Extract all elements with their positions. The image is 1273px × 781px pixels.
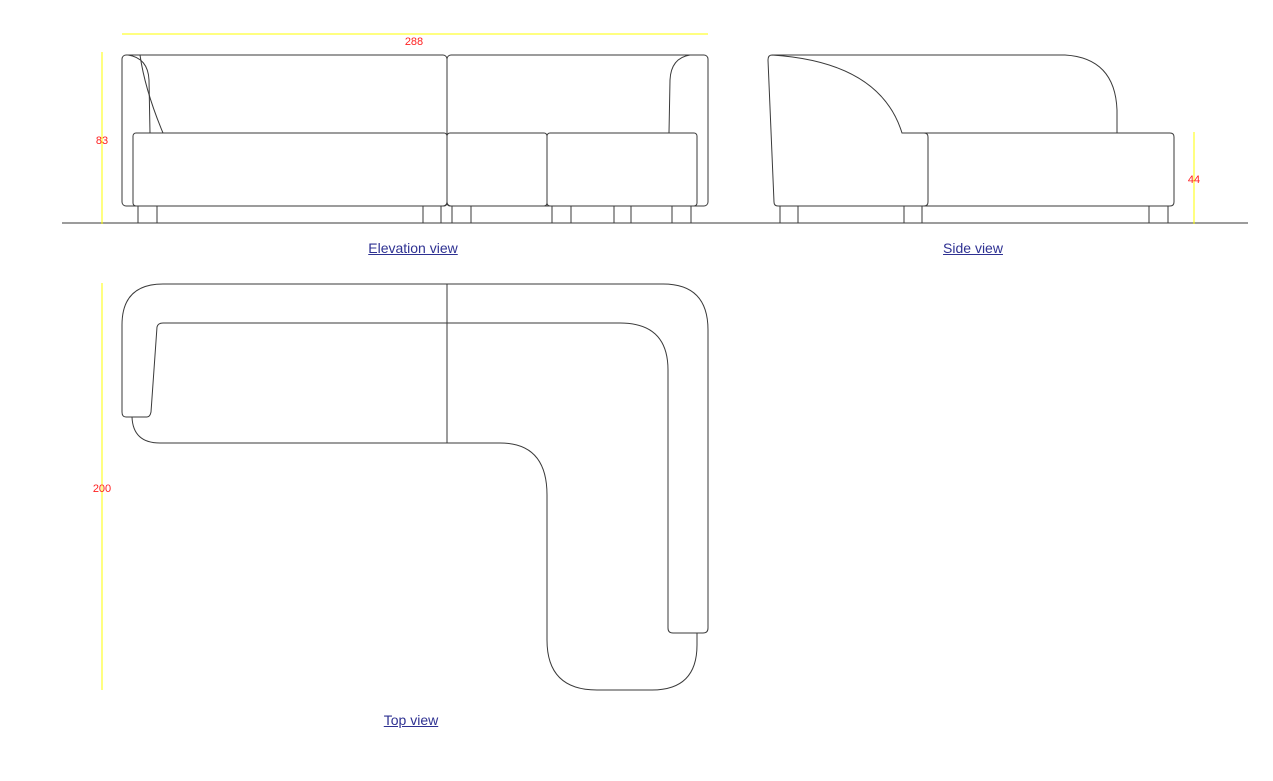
legs	[137, 205, 692, 224]
left-module	[121, 54, 448, 207]
back-top	[772, 54, 1118, 133]
side-outline	[767, 54, 1175, 207]
height-dimension-label: 83	[96, 135, 108, 147]
left-arm-curve	[127, 54, 151, 134]
seat-cushion-left	[132, 132, 448, 207]
seat-height-dimension-label: 44	[1188, 174, 1200, 186]
side-legs	[779, 205, 1169, 224]
seat-cushion-middle	[446, 132, 548, 207]
depth-dimension-label: 200	[93, 483, 111, 495]
elevation-view-link[interactable]: Elevation view	[368, 240, 458, 256]
armrest-edge	[902, 132, 929, 207]
side-view-link[interactable]: Side view	[943, 240, 1003, 256]
top-view-link[interactable]: Top view	[383, 712, 439, 728]
seat-cushion-right	[546, 132, 698, 207]
elevation-drawing: 288 83	[96, 33, 709, 224]
top-drawing: 200	[93, 283, 709, 691]
side-drawing: 44	[767, 54, 1200, 224]
width-dimension-label: 288	[405, 36, 423, 48]
back-inner-line	[132, 322, 697, 634]
right-arm-curve	[668, 54, 691, 134]
top-outline	[121, 283, 709, 691]
left-arm-inner	[139, 54, 164, 134]
